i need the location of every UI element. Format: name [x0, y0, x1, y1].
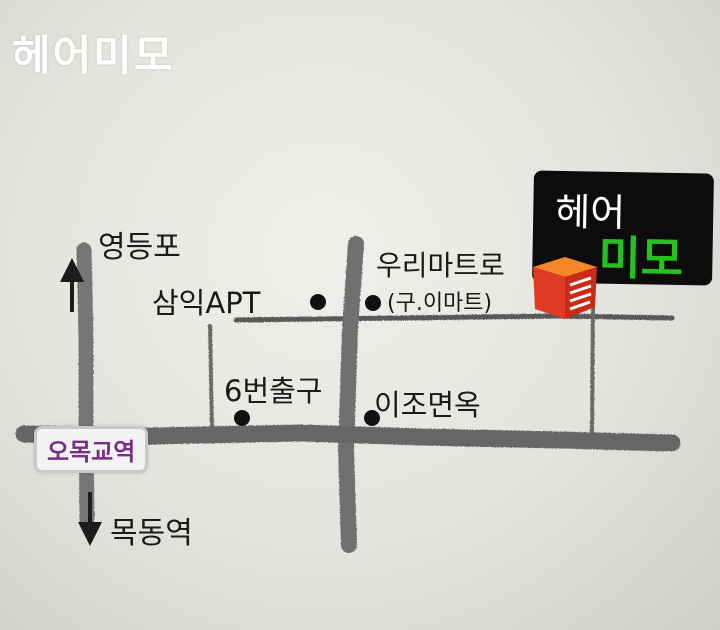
label-ijo-myeonok: 이조면옥: [374, 388, 481, 422]
center-main-road: [337, 236, 364, 553]
arrow-down-icon: [78, 492, 102, 546]
label-yeongdeungpo: 영등포: [98, 230, 181, 265]
upper-road: [233, 313, 675, 323]
marker-emart: [365, 295, 381, 311]
marker-ijo: [364, 410, 380, 426]
right-minor-road: [590, 296, 595, 439]
west-main-road: [76, 242, 95, 528]
left-minor-road: [208, 324, 214, 432]
label-exit-6: 6번출구: [224, 374, 323, 408]
arrow-up-icon: [60, 258, 84, 312]
watermark-logo: 헤어미모: [12, 31, 175, 80]
label-omokgyo-station: 오목교역: [34, 426, 149, 473]
salon-building-icon: [533, 257, 597, 319]
marker-exit6: [234, 410, 250, 426]
label-woori-mart: 우리마트로: [376, 249, 505, 282]
label-former-emart: (구.이마트): [387, 291, 493, 316]
label-samik-apt: 삼익APT: [152, 286, 261, 320]
marker-samik: [310, 294, 326, 310]
sign-line-2: 미모: [598, 230, 684, 287]
label-mokdong-station: 목동역: [110, 516, 193, 551]
